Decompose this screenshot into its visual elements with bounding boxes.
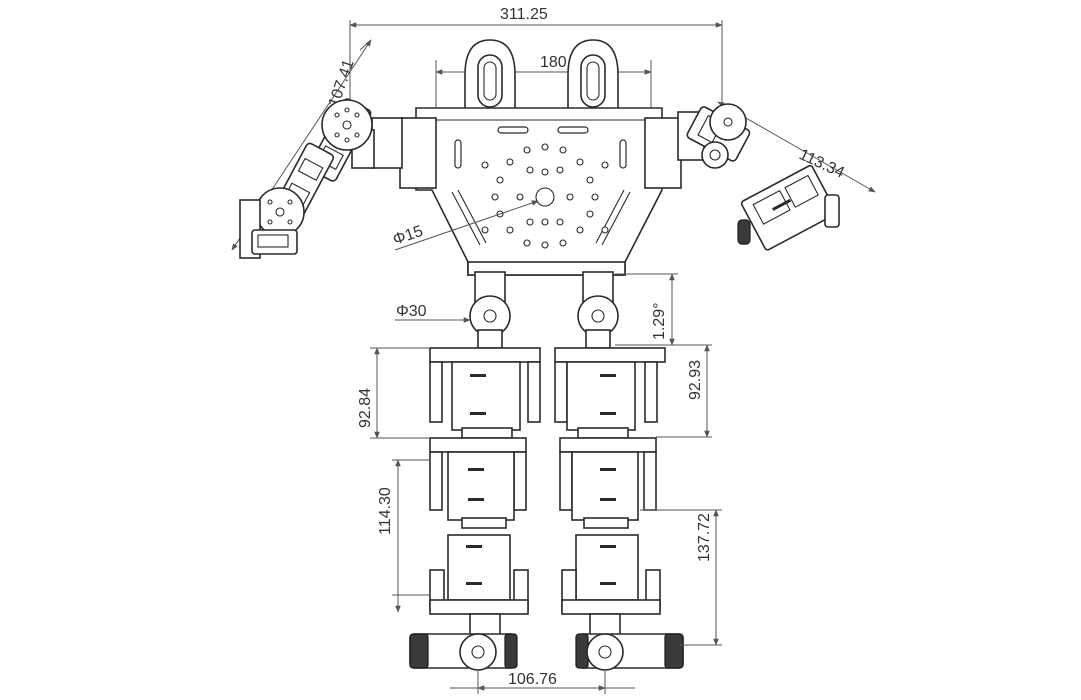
hip-angle-dimension: 1.29° [615, 273, 678, 346]
foot-spacing-dimension: 106.76 [450, 670, 635, 694]
overall-width-label: 311.25 [500, 6, 548, 23]
shoulder-spacing-label: 180 [540, 54, 567, 71]
left-arm [239, 98, 403, 259]
right-head-lug [567, 39, 619, 111]
lower-leg-right-dimension: 137.72 [640, 509, 722, 646]
left-leg [409, 347, 541, 671]
overall-width-dimension: 311.25 [349, 6, 723, 115]
upper-leg-right-dimension: 92.93 [656, 344, 712, 438]
hip-joint-label: Φ30 [396, 303, 427, 320]
foot-spacing-label: 106.76 [508, 671, 557, 688]
left-hip-joint [469, 271, 511, 349]
upper-leg-right-label: 92.93 [687, 360, 704, 400]
left-head-lug [464, 39, 516, 111]
upper-leg-left-label: 92.84 [357, 388, 374, 428]
lower-leg-left-dimension: 114.30 [377, 459, 430, 613]
lower-leg-left-label: 114.30 [377, 487, 394, 535]
right-leg [554, 347, 684, 671]
plate-hole-pattern [481, 143, 609, 249]
right-arm [677, 103, 840, 251]
right-hip-joint [577, 271, 619, 349]
hip-angle-label: 1.29° [651, 302, 668, 340]
upper-leg-left-dimension: 92.84 [357, 347, 430, 439]
hip-joint-dimension: Φ30 [395, 303, 471, 323]
lower-leg-right-label: 137.72 [696, 513, 713, 562]
plate-hole-dimension: Φ15 [391, 200, 539, 251]
plate-hole-label: Φ15 [391, 223, 426, 249]
